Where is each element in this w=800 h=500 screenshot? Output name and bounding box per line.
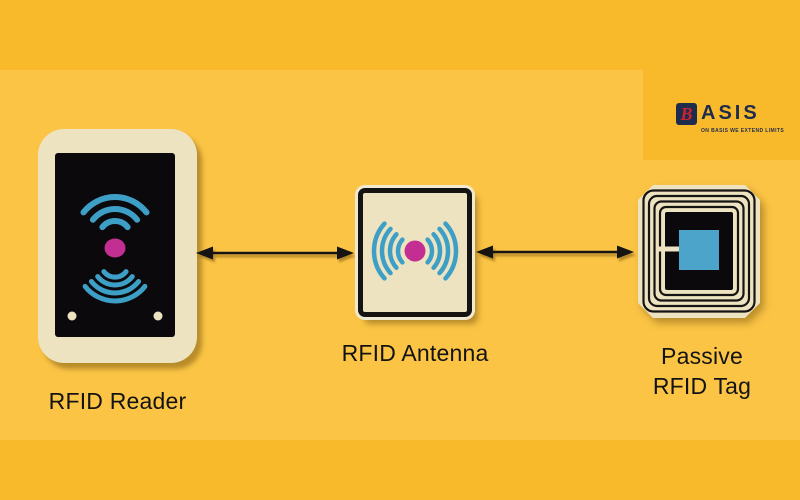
passive-rfid-tag-label: Passive RFID Tag [607,341,797,401]
basis-logo-mark-icon: B [676,103,697,125]
tag-chip [679,230,719,270]
reader-signal-icon [67,194,163,321]
double-arrow-antenna-tag [476,245,634,259]
rfid-antenna-label: RFID Antenna [341,340,489,366]
signal-source-dot [104,238,126,258]
rfid-antenna-device [358,188,472,317]
rfid-reader-device [38,129,197,363]
passive-rfid-tag-device [638,185,760,318]
rfid-reader-label: RFID Reader [48,388,187,414]
screw-dot [67,311,77,321]
rfid-reader-screen [55,153,175,337]
basis-logo-tagline: ON BASIS WE EXTEND LIMITS [701,128,785,134]
double-arrow-reader-antenna [196,246,354,260]
screw-dot [153,311,163,321]
basis-logo-brand: ASIS [701,102,760,124]
antenna-signal-icon [371,221,459,281]
tag-label-line-2: RFID Tag [652,373,752,399]
tag-label-line-1: Passive [661,343,743,369]
logo-background-patch [643,70,800,160]
signal-source-dot [404,240,426,262]
